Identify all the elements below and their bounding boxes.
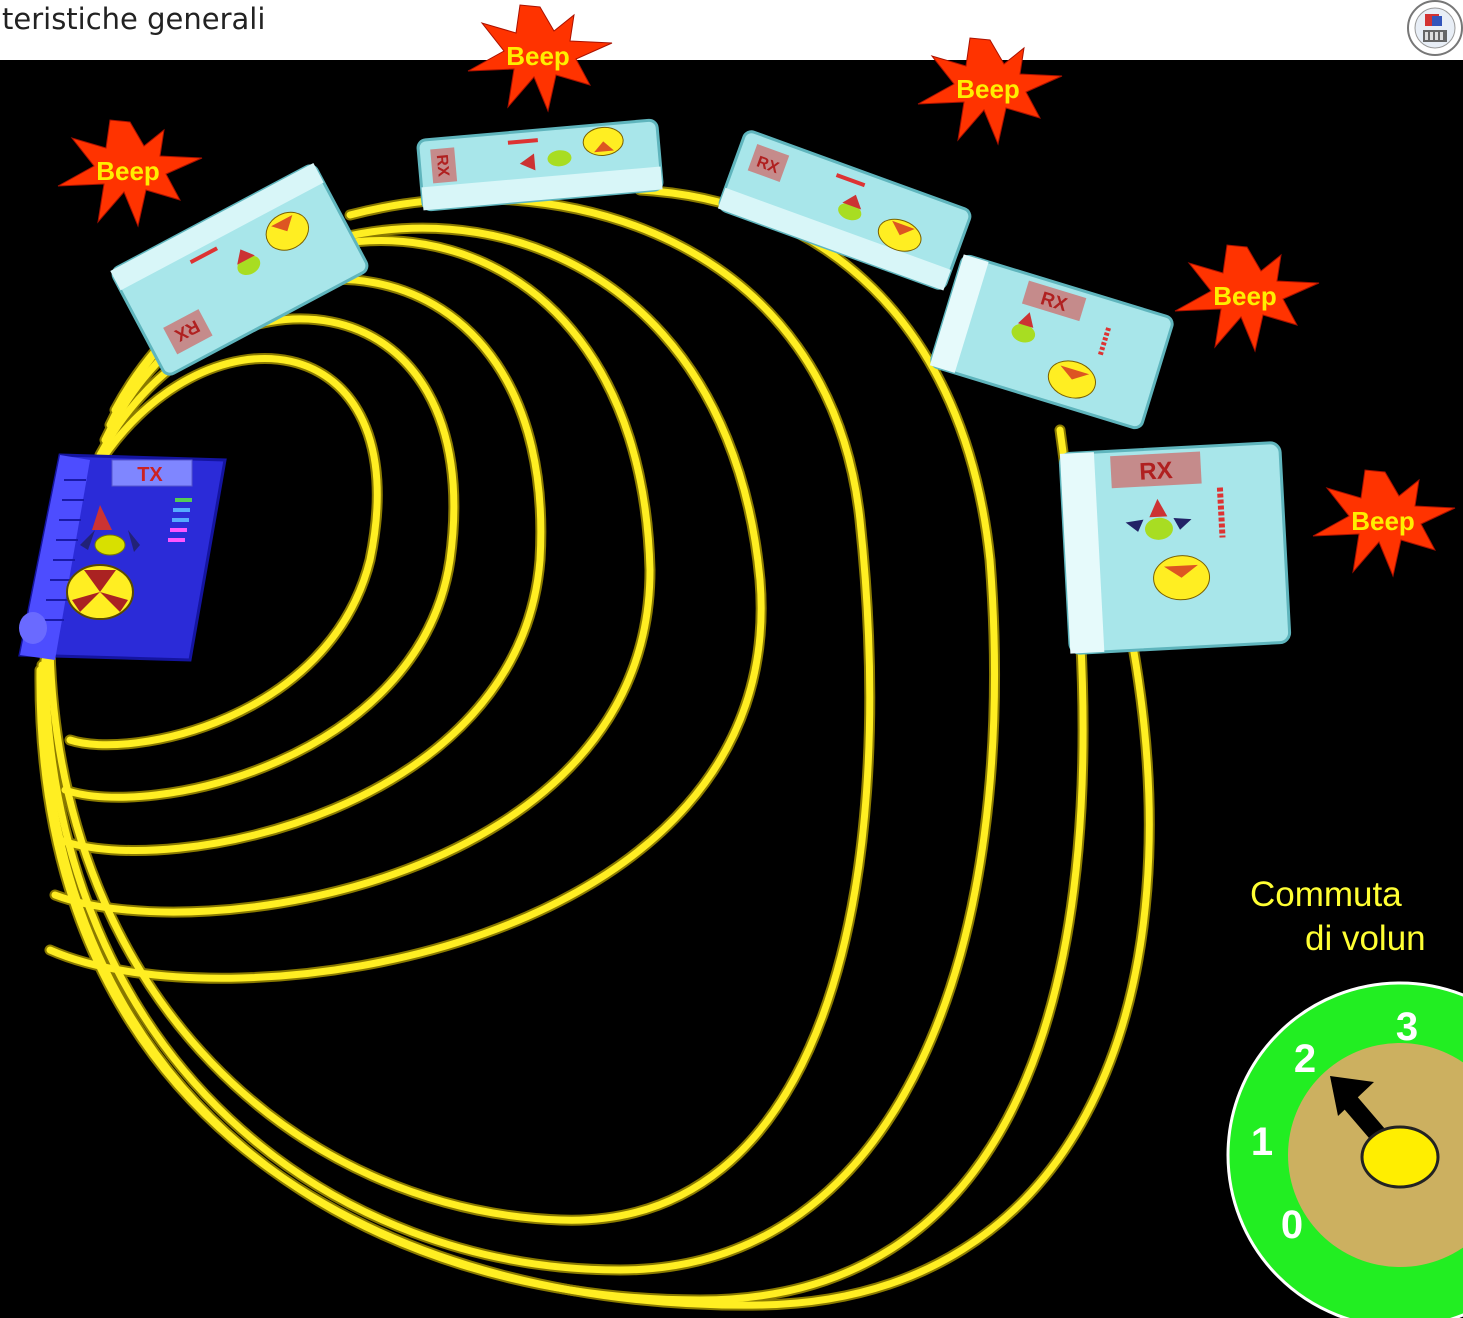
dial-pointer-arrowhead xyxy=(1330,1076,1374,1116)
caption-line: Commuta xyxy=(1250,875,1402,914)
transmitter-device: TX xyxy=(18,453,227,662)
beep-text: Beep xyxy=(506,41,570,71)
beep-text: Beep xyxy=(1213,281,1277,311)
receiver-device: RX xyxy=(1058,441,1292,655)
beep-burst: Beep xyxy=(917,37,1063,146)
receiver-label: RX xyxy=(433,154,452,178)
dial-position-label: 3 xyxy=(1396,1005,1418,1049)
dial-position-label: 0 xyxy=(1281,1203,1303,1247)
slide-header: teristiche generali xyxy=(0,0,1463,60)
cable-loop xyxy=(36,626,1153,1309)
dial-position-label: 2 xyxy=(1294,1037,1316,1081)
receiver-device: RX xyxy=(717,130,972,291)
receiver-label: RX xyxy=(1139,457,1174,486)
receiver-device: RX xyxy=(929,254,1174,430)
volume-switch-caption: Commuta di volun xyxy=(1250,873,1463,961)
cable-loop xyxy=(66,355,381,749)
transmitter-label: TX xyxy=(137,464,163,486)
receiver-device: RX xyxy=(110,163,369,376)
beep-burst: Beep xyxy=(1312,469,1456,578)
university-logo xyxy=(1407,0,1463,56)
receiver-device: RX xyxy=(416,118,664,212)
cable-loop xyxy=(46,195,874,1224)
volume-switch-dial: 0 1 2 3 xyxy=(1226,981,1463,1318)
beep-burst: Beep xyxy=(57,119,203,228)
receiver-label: RX xyxy=(754,154,781,178)
caption-line: di volun xyxy=(1305,919,1426,958)
dial-position-label: 1 xyxy=(1251,1120,1273,1164)
beep-text: Beep xyxy=(956,74,1020,104)
slide-title: teristiche generali xyxy=(2,2,266,36)
beep-text: Beep xyxy=(96,156,160,186)
beep-burst: Beep xyxy=(467,4,613,113)
beep-burst: Beep xyxy=(1174,244,1320,353)
beep-text: Beep xyxy=(1351,506,1415,536)
cable-loop xyxy=(41,186,998,1274)
